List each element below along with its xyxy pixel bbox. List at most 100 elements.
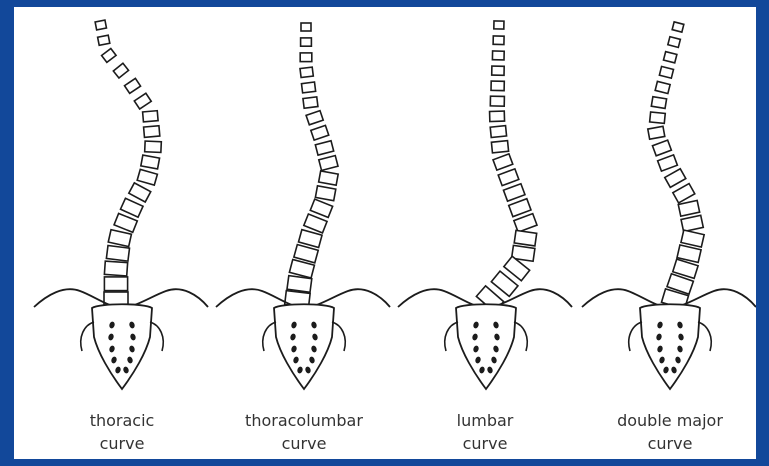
caption-line-2: curve <box>585 432 755 455</box>
vertebra <box>306 111 323 125</box>
vertebral-column <box>476 21 537 312</box>
vertebra <box>319 171 339 185</box>
vertebra <box>301 38 312 46</box>
pelvis <box>216 289 390 389</box>
sacrum <box>92 304 152 389</box>
vertebra <box>651 97 666 109</box>
vertebra <box>681 230 704 247</box>
vertebra <box>678 200 699 216</box>
vertebra <box>663 52 676 63</box>
vertebra <box>490 126 506 138</box>
vertebra <box>104 261 127 276</box>
vertebra <box>319 156 338 171</box>
sacroiliac-joint-right <box>514 322 527 351</box>
caption-line-1: thoracolumbar <box>219 409 389 432</box>
vertebral-column <box>648 22 704 309</box>
vertebra <box>144 126 160 138</box>
vertebra <box>287 276 312 293</box>
vertebra <box>301 23 311 31</box>
vertebra <box>315 186 335 201</box>
vertebra <box>300 53 312 62</box>
vertebra <box>673 184 695 203</box>
spine-diagram-1 <box>34 20 208 389</box>
vertebra <box>129 183 151 202</box>
vertebra <box>655 81 670 93</box>
vertebra <box>503 184 525 201</box>
vertebra <box>648 126 665 139</box>
caption-lumbar: lumbar curve <box>400 409 570 455</box>
caption-thoracic: thoracic curve <box>37 409 207 455</box>
sacroiliac-joint-right <box>698 322 711 351</box>
sacroiliac-joint-left <box>81 322 94 351</box>
vertebra <box>299 230 323 248</box>
vertebra <box>492 66 504 75</box>
caption-line-2: curve <box>219 432 389 455</box>
vertebra <box>509 199 531 217</box>
vertebra <box>113 63 128 78</box>
pelvis <box>398 289 572 389</box>
vertebra <box>141 155 160 169</box>
vertebra <box>120 198 143 217</box>
vertebra <box>102 48 116 62</box>
diagram-panel: thoracic curve thoracolumbar curve lumba… <box>14 7 756 459</box>
pelvis <box>582 289 756 389</box>
sacrum <box>456 304 516 389</box>
caption-line-1: lumbar <box>400 409 570 432</box>
vertebra <box>125 78 141 93</box>
vertebra <box>514 230 536 246</box>
sacroiliac-joint-left <box>445 322 458 351</box>
vertebra <box>493 36 504 45</box>
vertebra <box>659 66 673 78</box>
caption-double-major: double major curve <box>585 409 755 455</box>
vertebra <box>300 67 313 77</box>
caption-line-2: curve <box>400 432 570 455</box>
vertebra <box>665 169 686 188</box>
caption-line-2: curve <box>37 432 207 455</box>
vertebra <box>106 246 129 262</box>
vertebra <box>492 51 504 60</box>
vertebra <box>514 214 537 233</box>
pelvis <box>34 289 208 389</box>
caption-line-1: double major <box>585 409 755 432</box>
vertebral-column <box>95 20 161 306</box>
vertebra <box>301 82 315 93</box>
vertebra <box>681 215 703 231</box>
vertebra <box>134 93 151 109</box>
sacroiliac-joint-left <box>263 322 276 351</box>
vertebra <box>145 141 162 152</box>
spine-curves-figure <box>14 7 756 459</box>
vertebra <box>652 140 671 156</box>
vertebra <box>491 81 504 91</box>
vertebra <box>114 213 137 232</box>
sacrum <box>640 304 700 389</box>
vertebra <box>98 35 110 45</box>
spine-diagram-3 <box>398 21 572 389</box>
vertebra <box>303 97 318 108</box>
spine-diagram-2 <box>216 23 390 389</box>
vertebral-column <box>285 23 339 307</box>
vertebra <box>493 154 513 170</box>
vertebra <box>310 199 332 217</box>
sacroiliac-joint-right <box>150 322 163 351</box>
vertebra <box>490 96 504 106</box>
sacroiliac-joint-left <box>629 322 642 351</box>
vertebra <box>108 230 131 247</box>
vertebra <box>315 141 333 155</box>
caption-line-1: thoracic <box>37 409 207 432</box>
vertebra <box>304 214 327 233</box>
vertebra <box>104 277 127 291</box>
vertebra <box>668 37 681 48</box>
sacroiliac-joint-right <box>332 322 345 351</box>
vertebra <box>137 169 157 185</box>
vertebra <box>672 22 684 32</box>
vertebra <box>498 169 519 186</box>
vertebra <box>311 125 329 140</box>
vertebra <box>494 21 504 29</box>
vertebra <box>491 141 508 153</box>
vertebra <box>490 111 505 121</box>
vertebra <box>95 20 106 30</box>
spine-diagram-4 <box>582 22 756 389</box>
caption-thoracolumbar: thoracolumbar curve <box>219 409 389 455</box>
sacrum <box>274 304 334 389</box>
vertebra <box>143 111 159 122</box>
